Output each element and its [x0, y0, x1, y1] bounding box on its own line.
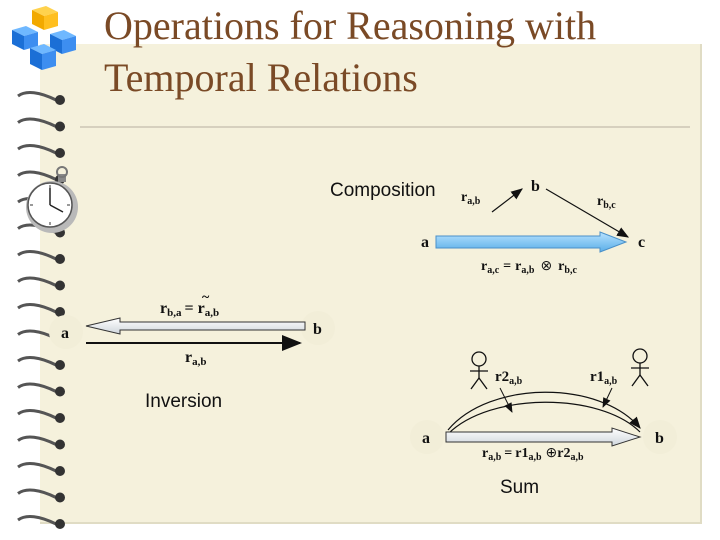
inversion-label: Inversion: [145, 391, 223, 412]
person-icon-left: [470, 351, 488, 390]
spiral-ring: [17, 462, 57, 473]
arrow-a-c: [435, 231, 628, 253]
spiral-hole: [55, 360, 65, 370]
spiral-ring: [17, 276, 57, 287]
paper-background: [40, 44, 702, 524]
spiral-hole: [55, 386, 65, 397]
spiral-hole: [55, 307, 65, 317]
node-a: a: [421, 234, 429, 251]
spiral-hole: [55, 148, 65, 158]
spiral-hole: [55, 280, 65, 291]
arc-upper: [447, 391, 641, 431]
label-r-bc: rb,c: [597, 194, 616, 211]
label-r2: r2a,b: [495, 369, 523, 387]
inversion-diagram: a b rb,a=ra,b ~ ra,b: [49, 290, 335, 368]
spiral-hole: [55, 95, 65, 105]
spiral-ring: [17, 382, 57, 393]
node-b-bg: [301, 311, 335, 345]
spiral-ring: [17, 144, 57, 155]
pointer-r2: [499, 387, 513, 413]
spiral-ring: [17, 515, 57, 526]
slide-title: Operations for Reasoning with Temporal R…: [104, 0, 704, 104]
spiral-hole: [55, 413, 65, 423]
node-b: b: [655, 430, 664, 447]
spiral-ring: [17, 488, 57, 499]
spiral-hole: [55, 254, 65, 264]
arrow-a-b: [445, 427, 642, 447]
node-a-bg: [410, 420, 444, 454]
spiral-ring: [17, 117, 57, 128]
composition-diagram: b a c ra,b rb,c ra,c=ra,b⊗rb,c: [421, 178, 645, 276]
sum-label: Sum: [500, 477, 540, 498]
title-line-1: Operations for Reasoning with: [104, 3, 597, 48]
arrow-b-c: [545, 188, 630, 238]
node-a: a: [61, 325, 69, 342]
composition-label: Composition: [330, 180, 436, 201]
label-r-ab: ra,b: [461, 190, 481, 207]
tilde-mark: ~: [202, 290, 210, 305]
node-b-bg: [643, 420, 677, 454]
arc-lower: [447, 401, 641, 435]
spiral-ring: [17, 303, 57, 314]
title-line-2: Temporal Relations: [104, 55, 418, 100]
node-a-bg: [49, 315, 83, 349]
node-b: b: [313, 321, 322, 338]
spiral-ring: [17, 91, 57, 102]
inversion-equation: rb,a=ra,b: [160, 300, 219, 319]
sum-equation: ra,b=r1a,b⊕r2a,b: [482, 446, 584, 463]
label-r-ab: ra,b: [185, 349, 206, 368]
spiral-hole: [55, 466, 65, 476]
node-b: b: [531, 178, 540, 195]
spiral-hole: [55, 439, 65, 450]
spiral-hole: [55, 519, 65, 529]
person-icon-right: [631, 348, 649, 387]
composition-equation: ra,c=ra,b⊗rb,c: [481, 259, 577, 276]
spiral-ring: [17, 356, 57, 367]
spiral-ring: [17, 435, 57, 446]
spiral-ring: [17, 170, 57, 181]
node-a: a: [422, 430, 430, 447]
spiral-ring: [17, 409, 57, 420]
spiral-ring: [17, 250, 57, 261]
spiral-hole: [55, 492, 65, 503]
sum-diagram: a b r2a,b r1a,b ra,b=r1a,b⊕r2a,b: [410, 348, 677, 463]
pointer-r1: [602, 387, 613, 408]
spiral-hole: [55, 121, 65, 132]
node-c: c: [638, 234, 645, 251]
arrow-b-a: [85, 317, 306, 335]
arrow-a-b: [491, 188, 523, 213]
label-r1: r1a,b: [590, 369, 618, 387]
